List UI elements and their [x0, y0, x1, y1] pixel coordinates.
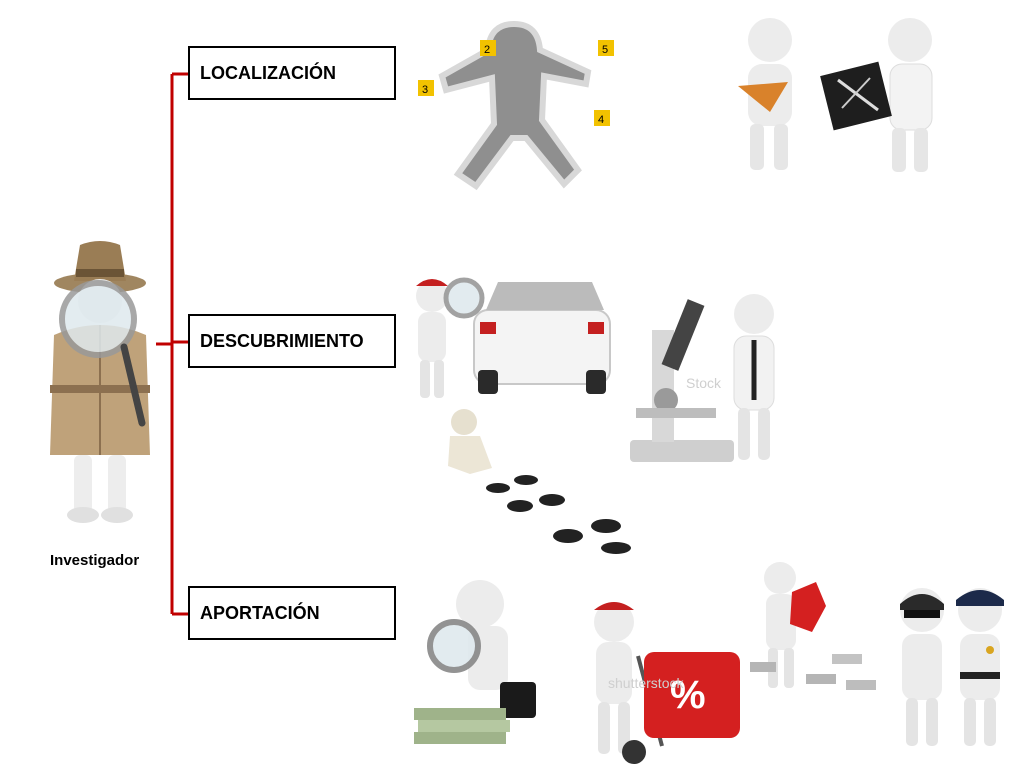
- car-inspection-icon: [416, 277, 611, 398]
- evidence-marker-label: 5: [602, 44, 608, 56]
- evidence-marker: 2: [480, 40, 496, 56]
- branch-aportacion: APORTACIÓN: [188, 586, 396, 640]
- percent-label: %: [670, 673, 706, 717]
- evidence-marker-label: 3: [422, 84, 428, 96]
- evidence-marker-label: 2: [484, 44, 490, 56]
- evidence-marker: 4: [594, 110, 610, 126]
- chalk-outline-icon: 2 5 3 4: [418, 20, 614, 191]
- root-label: Investigador: [50, 552, 140, 569]
- xray-doctor-icon: [738, 18, 933, 172]
- evidence-marker: 5: [598, 40, 614, 56]
- evidence-marker-label: 4: [598, 114, 604, 126]
- evidence-marker: 3: [418, 80, 434, 96]
- branch-descubrimiento: DESCUBRIMIENTO: [188, 314, 396, 368]
- footprints-icon: [448, 409, 631, 554]
- branch-localizacion: LOCALIZACIÓN: [188, 46, 396, 100]
- stock-watermark: Stock: [686, 375, 722, 391]
- detective-icon: [50, 241, 150, 523]
- shutterstock-watermark: shutterstock: [608, 675, 684, 691]
- police-arrest-icon: [900, 588, 1004, 746]
- puzzle-icon: [750, 562, 876, 690]
- percent-cart-icon: % shutterstock: [594, 602, 740, 764]
- microscope-icon: Stock: [630, 294, 775, 462]
- connector-line: [156, 72, 188, 616]
- money-search-icon: [414, 580, 536, 744]
